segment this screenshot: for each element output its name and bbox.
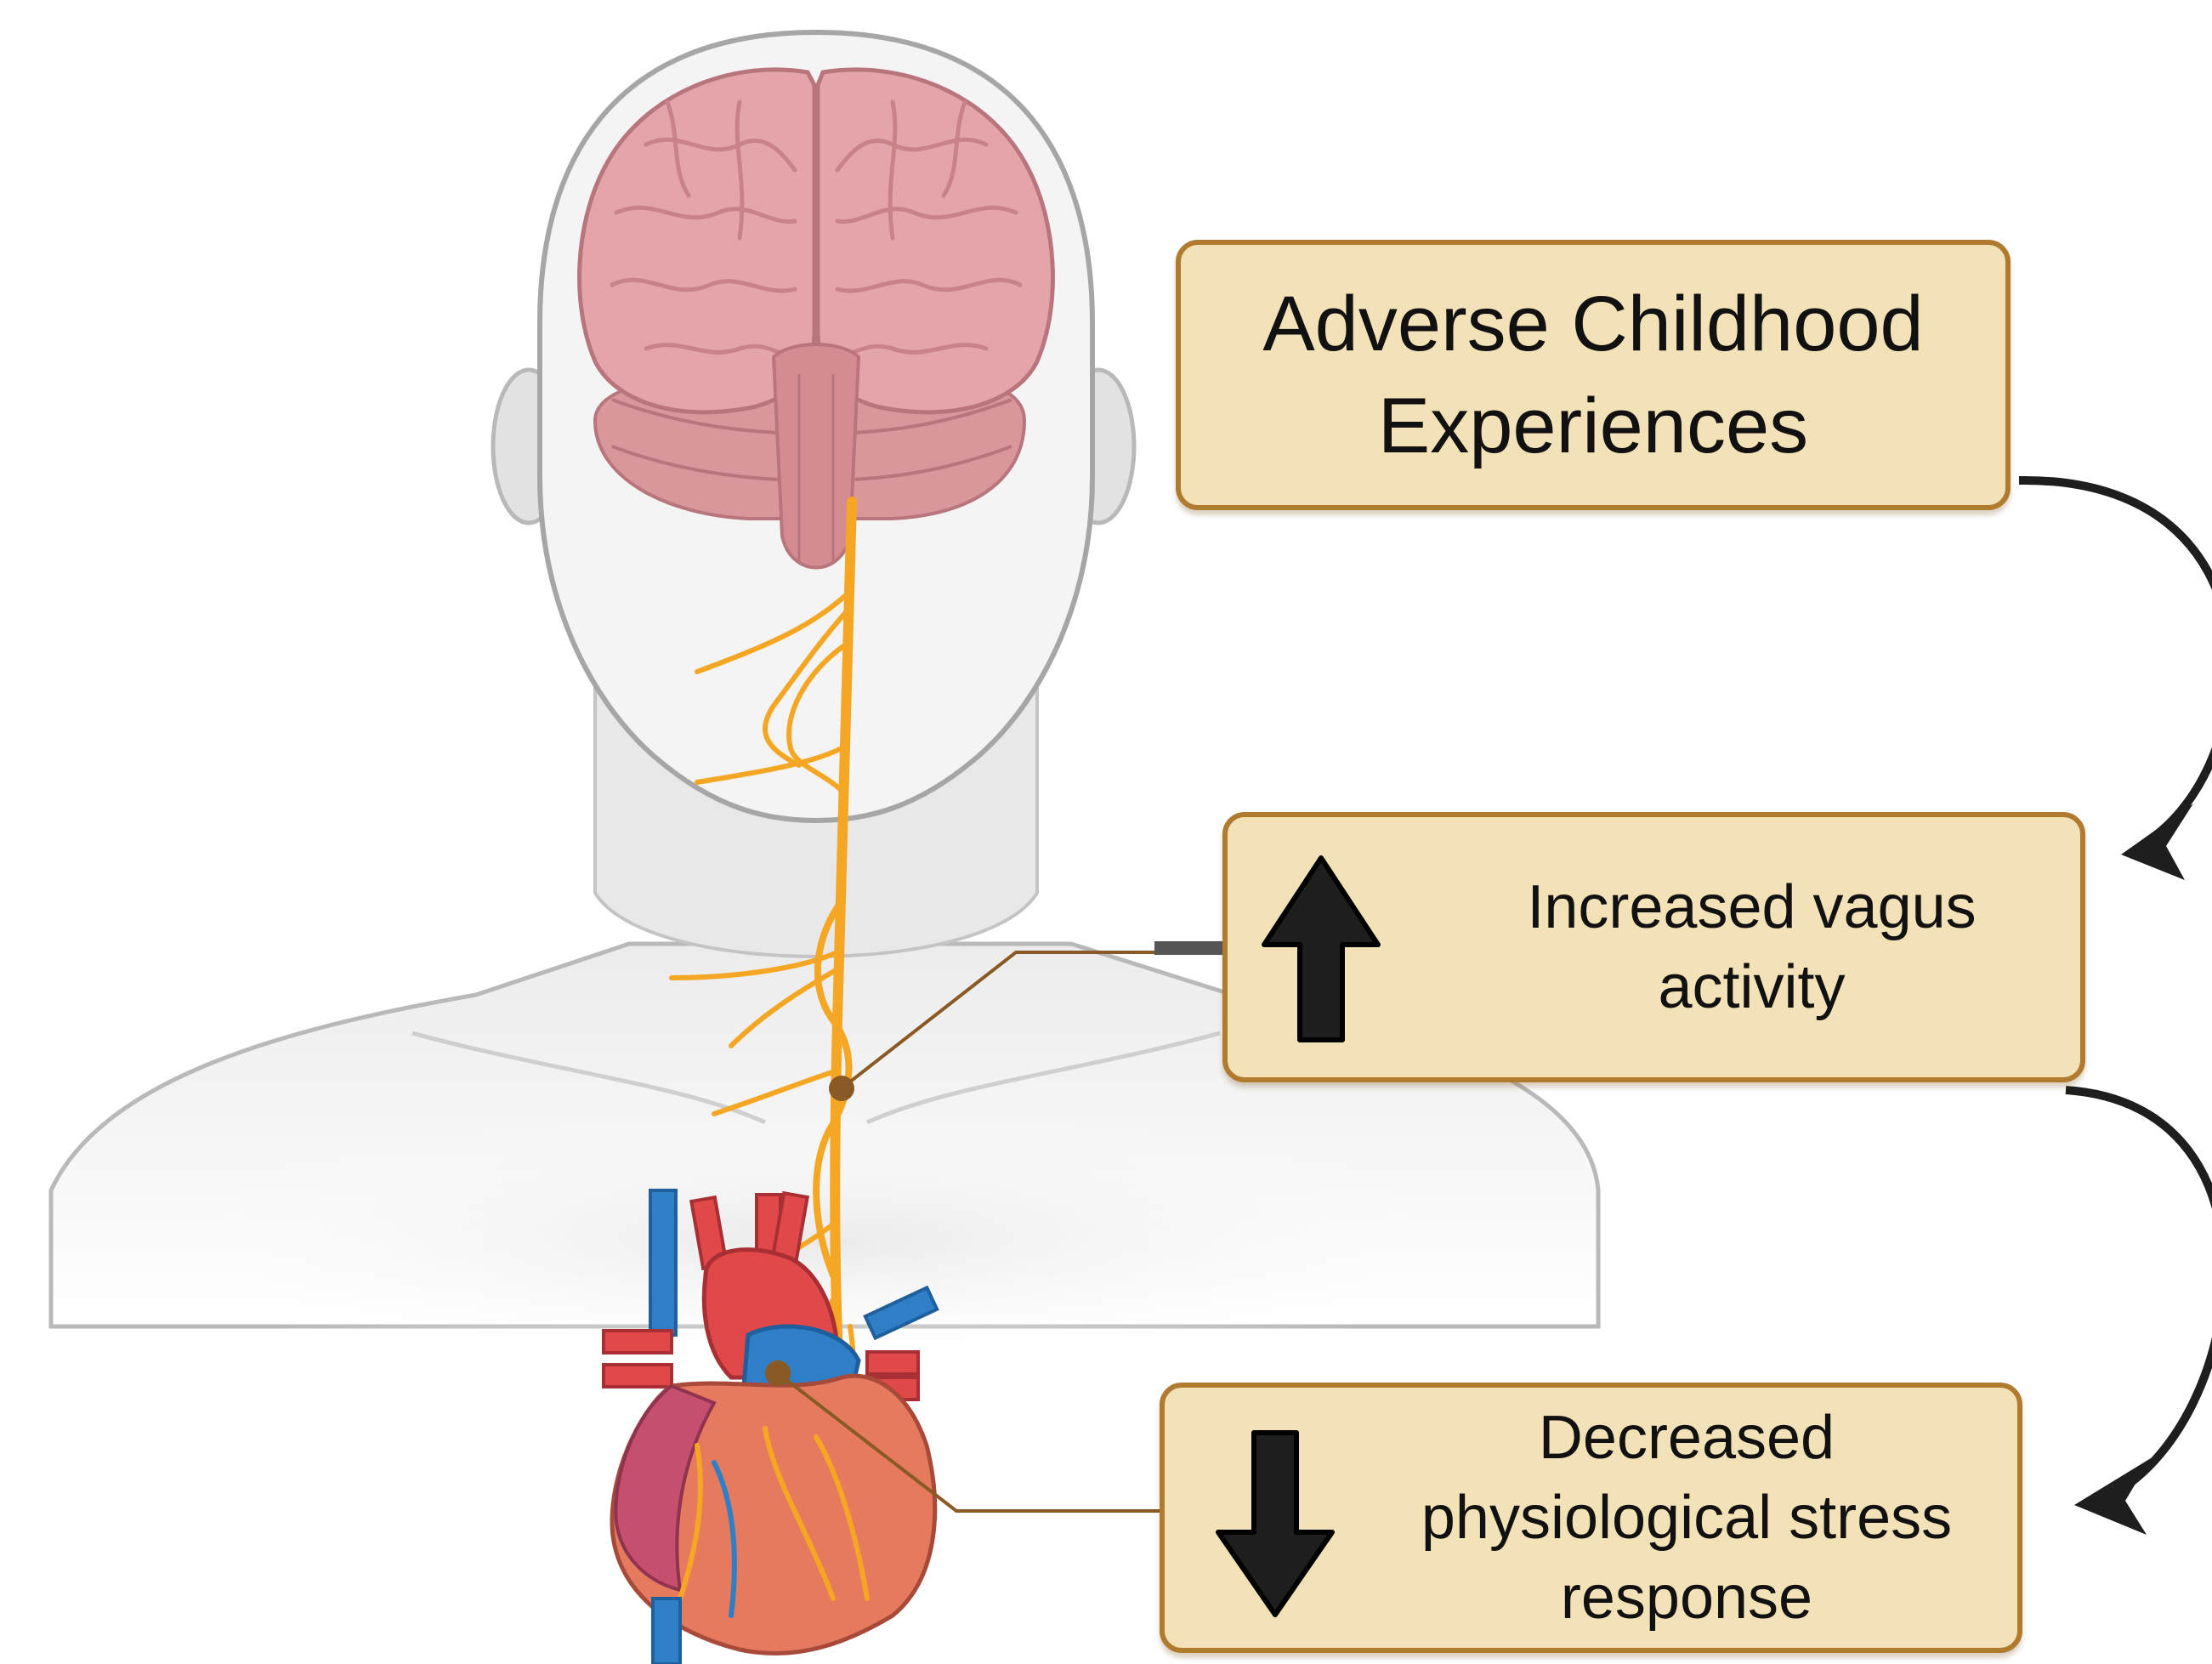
pointer-dot-neck: [829, 1076, 854, 1101]
box-ace-label: Adverse Childhood Experiences: [1262, 273, 1923, 477]
brain-illustration: [580, 70, 1053, 568]
box-stress-label: Decreased physiological stress response: [1421, 1398, 1952, 1638]
box-adverse-childhood-experiences: Adverse Childhood Experiences: [1176, 240, 2011, 510]
box-increased-vagus-activity: Increased vagus activity: [1222, 812, 2085, 1082]
curved-arrow-1: [2019, 480, 2212, 842]
box-decreased-physiological-stress-response: Decreased physiological stress response: [1160, 1383, 2022, 1653]
curved-arrow-2: [2066, 1090, 2212, 1496]
down-arrow-icon: [1211, 1426, 1339, 1621]
curved-arrow-1-head: [2121, 804, 2193, 880]
pointer-dot-heart: [765, 1360, 791, 1386]
up-arrow-icon: [1257, 851, 1385, 1047]
curved-arrow-2-head: [2074, 1458, 2151, 1535]
box-vagus-label: Increased vagus activity: [1527, 867, 1976, 1027]
